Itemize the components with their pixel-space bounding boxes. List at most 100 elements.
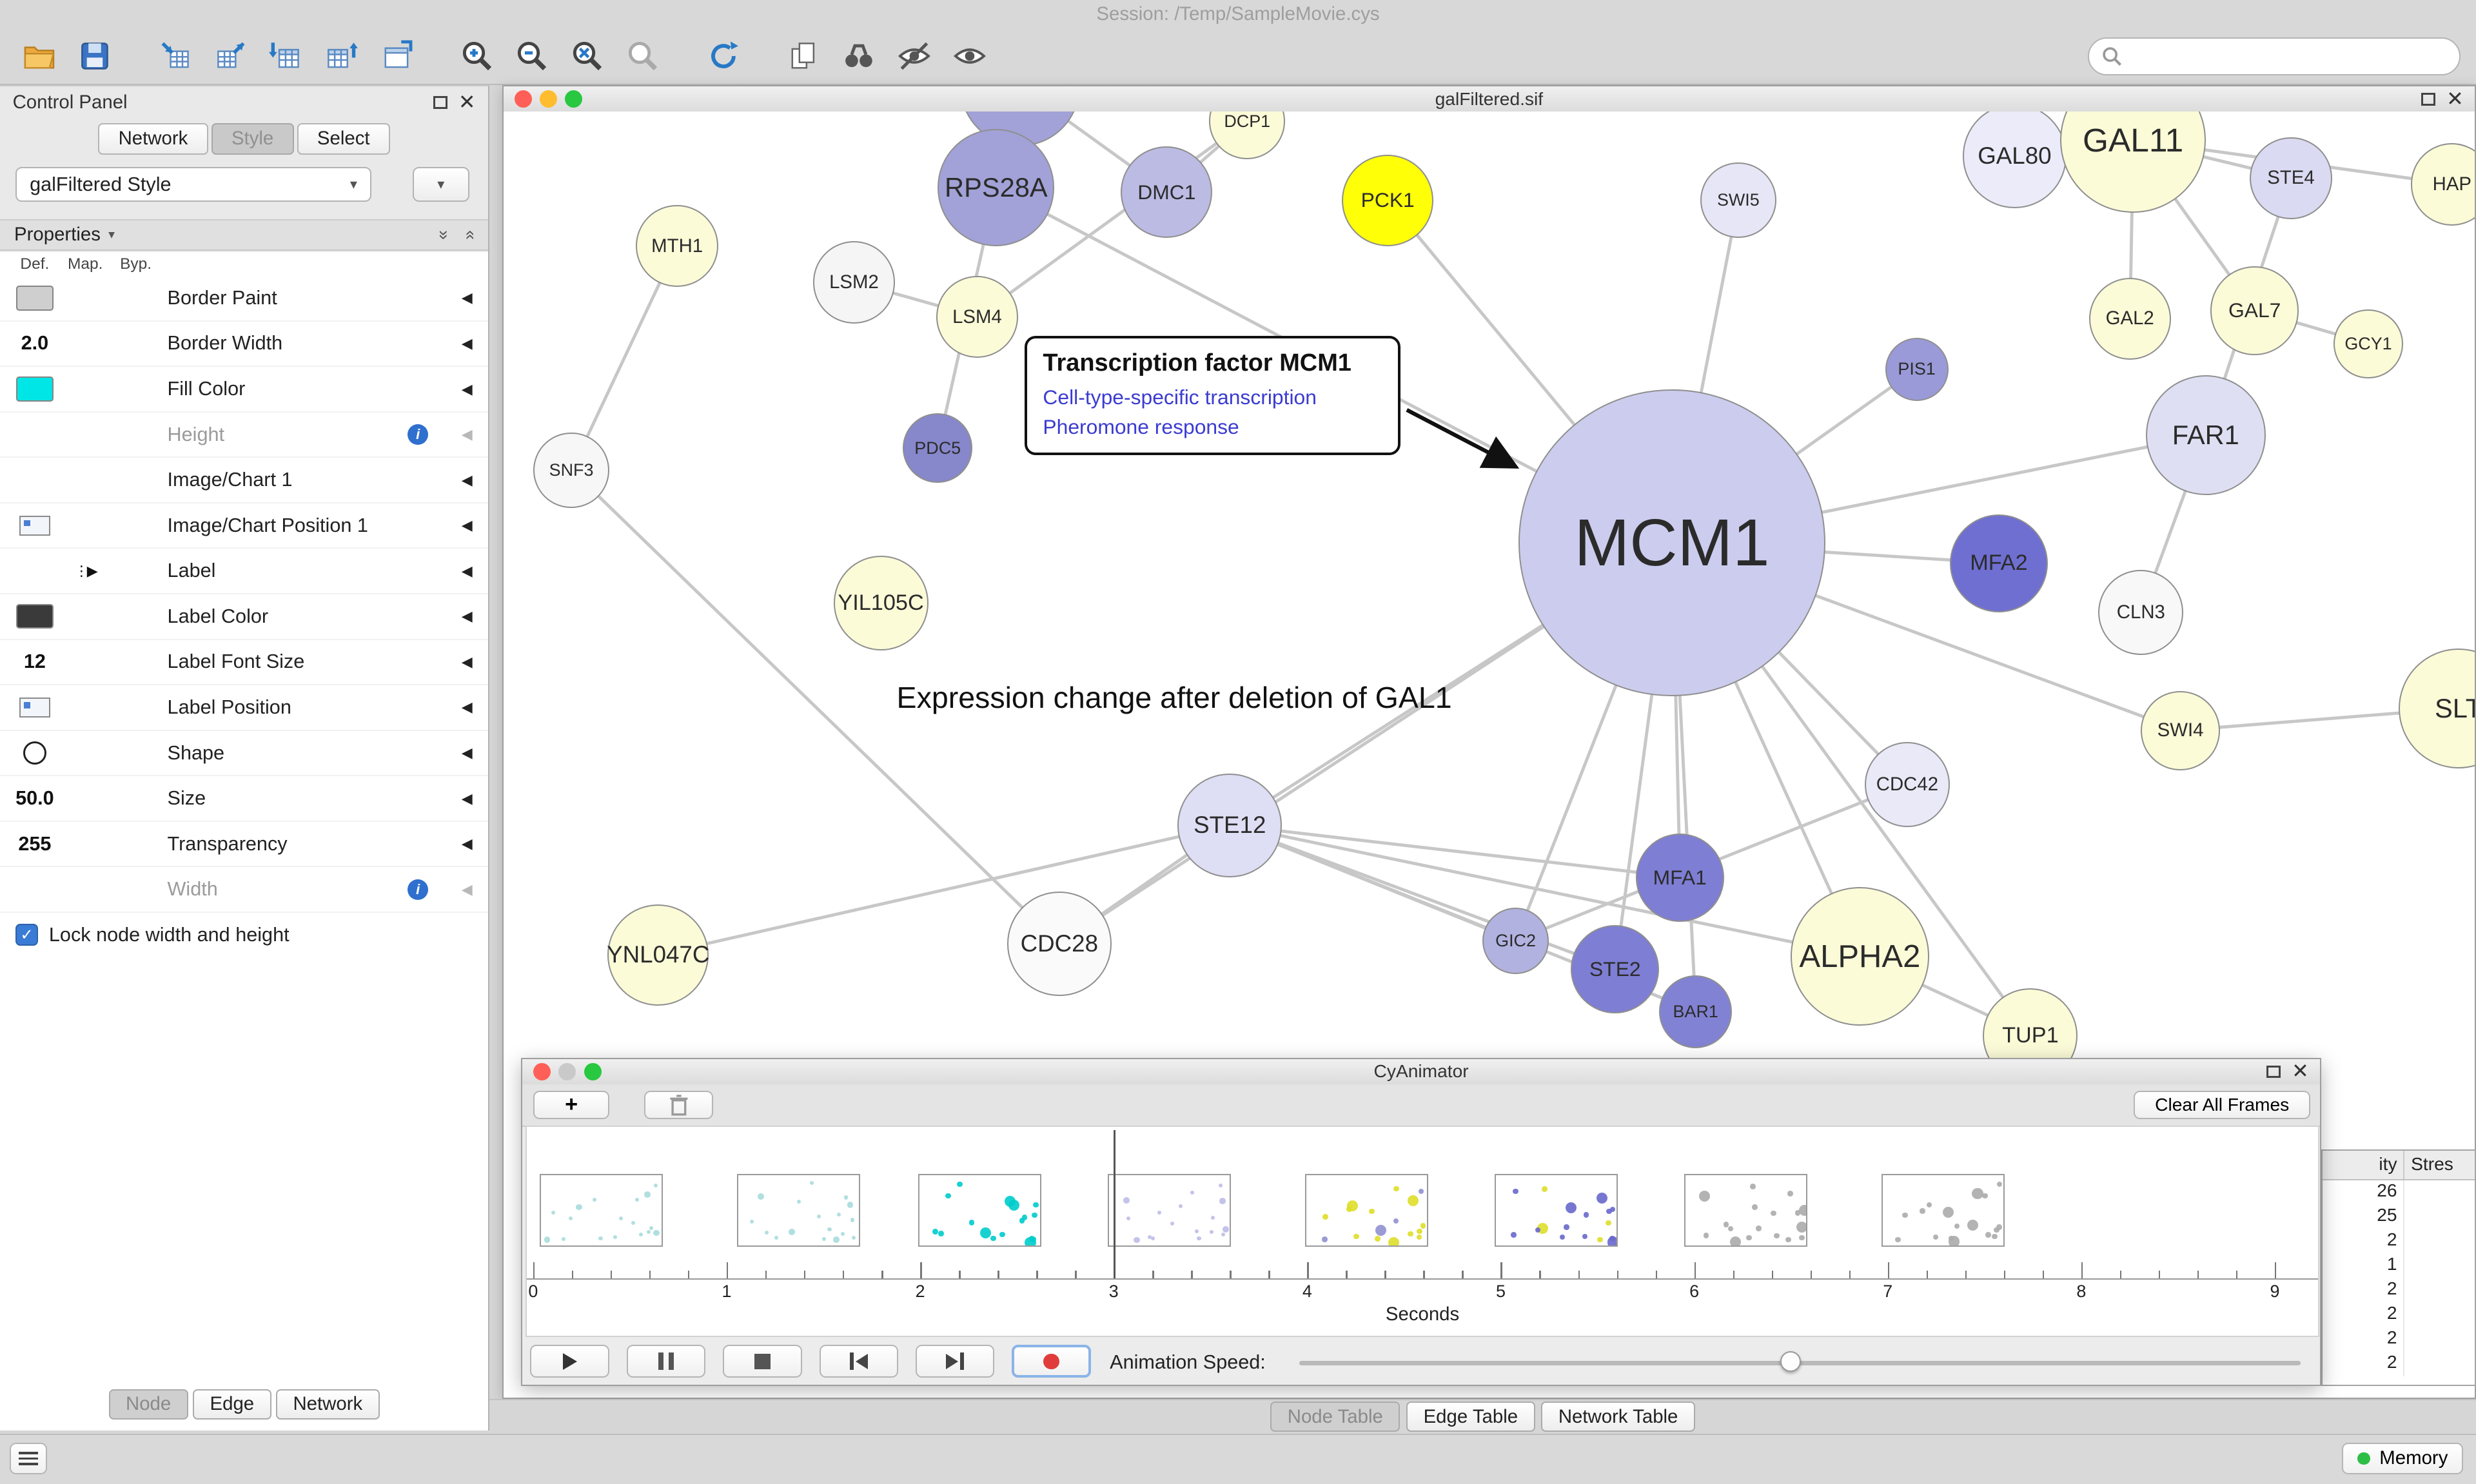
property-row-border-paint[interactable]: Border Paint◀ [0, 276, 489, 322]
tab-node-style[interactable]: Node [108, 1389, 188, 1420]
pause-button[interactable] [626, 1345, 706, 1378]
default-value-cell[interactable]: 2.0 [10, 332, 60, 355]
table-row[interactable]: 2 [2323, 1278, 2475, 1303]
expand-all-icon[interactable]: » [459, 229, 479, 240]
add-frame-button[interactable]: + [533, 1090, 609, 1119]
node-swi5[interactable]: SWI5 [1700, 162, 1776, 239]
color-swatch[interactable] [15, 376, 54, 402]
node-gcy1[interactable]: GCY1 [2334, 309, 2403, 379]
memory-button[interactable]: Memory [2342, 1442, 2464, 1474]
copy-button[interactable] [780, 32, 827, 79]
tab-network-table[interactable]: Network Table [1541, 1401, 1695, 1432]
node-mfa2[interactable]: MFA2 [1950, 514, 2048, 612]
node-pck1[interactable]: PCK1 [1342, 154, 1434, 246]
frame-thumbnail-3[interactable] [918, 1174, 1042, 1247]
position-widget-icon[interactable] [19, 697, 50, 718]
tab-network[interactable]: Network [98, 122, 208, 155]
expand-arrow-icon[interactable]: ◀ [461, 881, 473, 897]
expand-arrow-icon[interactable]: ◀ [461, 335, 473, 351]
open-session-button[interactable] [15, 32, 63, 79]
show-panels-button[interactable] [9, 1442, 48, 1474]
properties-header-bar[interactable]: Properties ▾ » » [0, 219, 489, 251]
node-lsm2[interactable]: LSM2 [812, 241, 896, 324]
close-window-icon[interactable]: ✕ [2292, 1059, 2309, 1083]
table-row[interactable]: 25 [2323, 1204, 2475, 1229]
search-network-button[interactable] [835, 32, 882, 79]
default-value-cell[interactable] [10, 604, 60, 629]
expand-arrow-icon[interactable]: ◀ [461, 835, 473, 852]
network-window-titlebar[interactable]: galFiltered.sif ✕ [503, 86, 2475, 113]
property-row-label-position[interactable]: Label Position◀ [0, 685, 489, 731]
animator-titlebar[interactable]: CyAnimator ✕ [522, 1059, 2320, 1086]
node-gic2[interactable]: GIC2 [1482, 907, 1549, 974]
zoom-selected-button[interactable] [619, 32, 666, 79]
ellipse-shape-icon[interactable] [23, 741, 47, 765]
property-row-label-color[interactable]: Label Color◀ [0, 594, 489, 640]
tab-edge-style[interactable]: Edge [193, 1389, 271, 1420]
node-cdc42[interactable]: CDC42 [1864, 741, 1950, 827]
expand-arrow-icon[interactable]: ◀ [461, 562, 473, 579]
table-header-stress[interactable]: Stres [2411, 1153, 2453, 1174]
close-window-icon[interactable]: ✕ [2446, 86, 2464, 110]
delete-frame-button[interactable] [644, 1090, 714, 1119]
expand-arrow-icon[interactable]: ◀ [461, 699, 473, 716]
hide-graphics-details-button[interactable] [890, 32, 938, 79]
expand-arrow-icon[interactable]: ◀ [461, 517, 473, 534]
export-network-button[interactable] [207, 32, 254, 79]
node-alpha2[interactable]: ALPHA2 [1790, 886, 1930, 1026]
expand-arrow-icon[interactable]: ◀ [461, 790, 473, 806]
skip-to-end-button[interactable] [915, 1345, 995, 1378]
current-style-dropdown[interactable]: galFiltered Style ▾ [15, 167, 371, 202]
frame-thumbnail-8[interactable] [1882, 1174, 2005, 1247]
node-pis1[interactable]: PIS1 [1885, 337, 1949, 401]
default-value-cell[interactable]: 12 [10, 650, 60, 673]
position-widget-icon[interactable] [19, 515, 50, 536]
mapping-cell[interactable]: ⋮▶ [60, 563, 110, 580]
expand-arrow-icon[interactable]: ◀ [461, 608, 473, 625]
node-gal7[interactable]: GAL7 [2210, 266, 2299, 355]
node-snf3[interactable]: SNF3 [533, 432, 609, 509]
node-bar1[interactable]: BAR1 [1659, 975, 1733, 1048]
zoom-traffic-light[interactable] [565, 90, 583, 108]
minimize-traffic-light[interactable] [558, 1062, 576, 1080]
default-value-cell[interactable]: 255 [10, 833, 60, 855]
expand-arrow-icon[interactable]: ◀ [461, 289, 473, 306]
color-swatch[interactable] [15, 286, 54, 311]
show-graphics-details-button[interactable] [946, 32, 993, 79]
property-row-fill-color[interactable]: Fill Color◀ [0, 367, 489, 413]
float-panel-icon[interactable] [433, 95, 447, 109]
clear-all-frames-button[interactable]: Clear All Frames [2134, 1090, 2311, 1119]
node-pdc5[interactable]: PDC5 [903, 413, 973, 483]
info-icon[interactable]: i [408, 424, 429, 445]
float-window-icon[interactable] [2266, 1065, 2281, 1079]
open-network-window-button[interactable] [373, 32, 420, 79]
play-button[interactable] [530, 1345, 609, 1378]
property-row-image-chart-position-1[interactable]: Image/Chart Position 1◀ [0, 503, 489, 549]
property-row-label[interactable]: ⋮▶Label◀ [0, 549, 489, 595]
float-window-icon[interactable] [2421, 93, 2436, 106]
node-mth1[interactable]: MTH1 [636, 204, 718, 288]
default-value-cell[interactable] [10, 697, 60, 718]
node-ste4[interactable]: STE4 [2250, 137, 2332, 219]
node-lsm4[interactable]: LSM4 [936, 276, 1019, 358]
table-row[interactable]: 2 [2323, 1229, 2475, 1254]
tab-node-table[interactable]: Node Table [1270, 1401, 1400, 1432]
table-row[interactable]: 2 [2323, 1327, 2475, 1352]
expand-arrow-icon[interactable]: ◀ [461, 745, 473, 761]
export-table-button[interactable] [317, 32, 364, 79]
node-ste12[interactable]: STE12 [1177, 773, 1282, 878]
node-swi4[interactable]: SWI4 [2141, 691, 2220, 770]
style-options-button[interactable]: ▾ [412, 167, 469, 202]
frame-thumbnail-7[interactable] [1684, 1174, 1808, 1247]
node-dmc1[interactable]: DMC1 [1121, 146, 1213, 239]
node-mcm1[interactable]: MCM1 [1518, 389, 1825, 696]
refresh-view-button[interactable] [700, 32, 747, 79]
default-value-cell[interactable] [10, 741, 60, 765]
save-session-button[interactable] [71, 32, 118, 79]
animation-speed-slider[interactable] [1299, 1351, 2301, 1372]
